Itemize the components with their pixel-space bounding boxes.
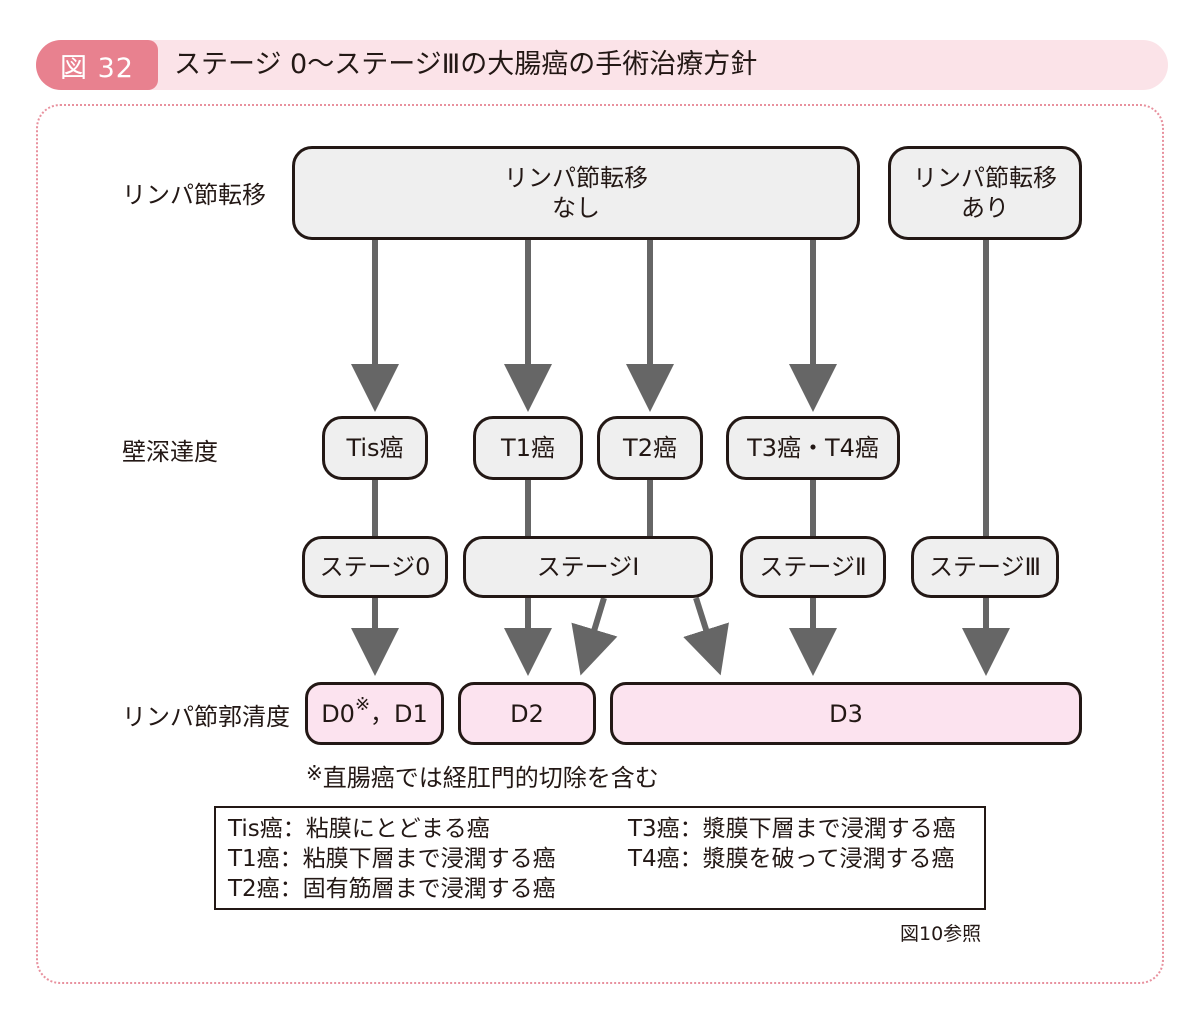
box-lymph-metastasis: リンパ節転移 あり: [888, 146, 1082, 240]
figure-number-badge: 図 32: [36, 40, 158, 90]
d0-note-mark: ※: [354, 693, 371, 715]
box-t2: T2癌: [597, 416, 703, 480]
footnote-text: 直腸癌では経肛門的切除を含む: [322, 764, 659, 792]
figure-title: ステージ 0〜ステージⅢの大腸癌の手術治療方針: [174, 49, 758, 80]
box-no-lymph-metastasis-line1: リンパ節転移: [504, 164, 648, 192]
box-stage2: ステージⅡ: [740, 536, 886, 598]
legend-box: Tis癌：粘膜にとどまる癌 T1癌：粘膜下層まで浸潤する癌 T2癌：固有筋層まで…: [214, 806, 986, 910]
box-stage0: ステージ0: [302, 536, 448, 598]
legend-item-tis: Tis癌：粘膜にとどまる癌: [228, 816, 490, 842]
box-no-lymph-metastasis-line2: なし: [552, 194, 600, 222]
box-tis: Tis癌: [322, 416, 428, 480]
d1-label: ，D1: [370, 699, 428, 728]
diagram-frame: [36, 104, 1164, 984]
box-lymph-metastasis-line1: リンパ節転移: [913, 164, 1057, 192]
legend-right-column: T3癌：漿膜下層まで浸潤する癌 T4癌：漿膜を破って浸潤する癌: [628, 814, 956, 874]
legend-item-t2: T2癌：固有筋層まで浸潤する癌: [228, 876, 556, 902]
legend-item-t3: T3癌：漿膜下層まで浸潤する癌: [628, 816, 956, 842]
box-stage1: ステージⅠ: [463, 536, 713, 598]
d0-label: D0: [321, 699, 355, 728]
box-d0-d1: D0※，D1: [305, 682, 444, 745]
row-label-wall-depth: 壁深達度: [122, 438, 218, 466]
footnote-mark: ※: [306, 761, 323, 785]
reference-note: 図10参照: [900, 923, 982, 945]
arrow-stage1-to-d2-diagonal: [571, 597, 618, 676]
box-t1: T1癌: [473, 416, 583, 480]
box-d3: D3: [610, 682, 1082, 745]
row-label-dissection: リンパ節郭清度: [122, 703, 290, 731]
arrow-stage1-to-d3: [683, 597, 729, 676]
legend-item-t1: T1癌：粘膜下層まで浸潤する癌: [228, 846, 556, 872]
row-label-lymph-metastasis: リンパ節転移: [122, 181, 266, 209]
legend-left-column: Tis癌：粘膜にとどまる癌 T1癌：粘膜下層まで浸潤する癌 T2癌：固有筋層まで…: [228, 814, 556, 904]
legend-item-t4: T4癌：漿膜を破って浸潤する癌: [628, 846, 955, 872]
header-band: [36, 40, 1168, 90]
box-stage3: ステージⅢ: [911, 536, 1059, 598]
box-t3t4: T3癌・T4癌: [726, 416, 900, 480]
box-d2: D2: [458, 682, 596, 745]
footnote: ※直腸癌では経肛門的切除を含む: [306, 758, 659, 793]
box-lymph-metastasis-line2: あり: [961, 194, 1009, 222]
box-no-lymph-metastasis: リンパ節転移 なし: [292, 146, 860, 240]
